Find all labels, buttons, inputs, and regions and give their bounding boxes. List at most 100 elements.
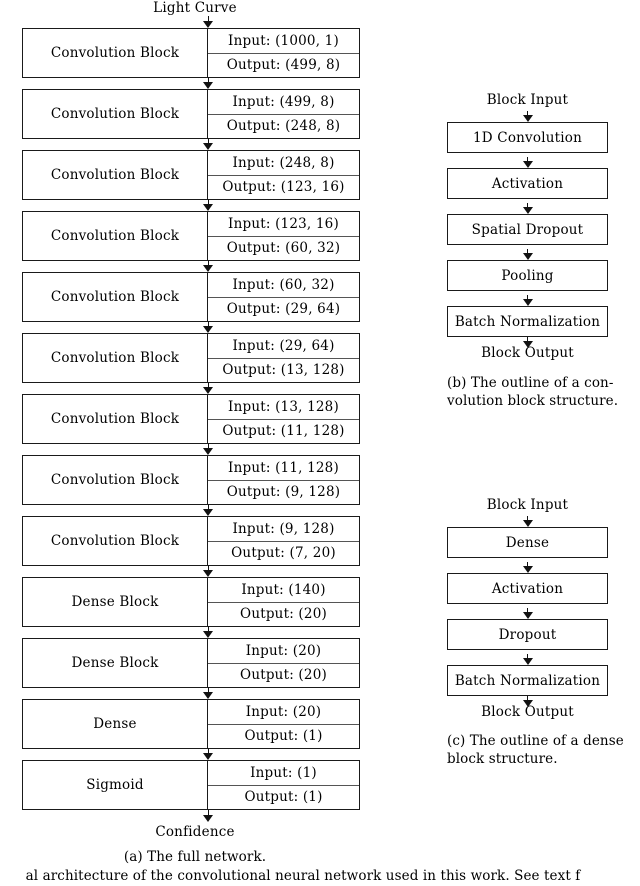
layer-name: Convolution Block <box>23 212 208 260</box>
arrow-head <box>203 447 213 455</box>
network-arrow <box>203 382 214 394</box>
layer-name: Convolution Block <box>23 395 208 443</box>
layer-io: Input: (1000, 1) Output: (499, 8) <box>208 29 359 77</box>
block-step: Activation <box>447 573 608 604</box>
network-arrow <box>203 16 214 28</box>
layer-name: Dense Block <box>23 639 208 687</box>
block-arrow-c <box>522 608 533 619</box>
block-arrow-c <box>522 516 533 527</box>
block-arrow-b <box>522 203 533 214</box>
arrow-head <box>203 20 213 28</box>
layer-input-shape: Input: (248, 8) <box>208 151 359 176</box>
block-step: Activation <box>447 168 608 199</box>
arrow-shaft <box>527 295 529 299</box>
block-step: Spatial Dropout <box>447 214 608 245</box>
network-input-label: Light Curve <box>153 0 237 16</box>
layer-input-shape: Input: (1000, 1) <box>208 29 359 54</box>
layer-input-shape: Input: (1) <box>208 761 359 786</box>
layer-input-shape: Input: (9, 128) <box>208 517 359 542</box>
layer-input-shape: Input: (13, 128) <box>208 395 359 420</box>
layer-output-shape: Output: (13, 128) <box>222 362 345 379</box>
arrow-head <box>203 691 213 699</box>
block-step: Batch Normalization <box>447 665 608 696</box>
block-arrow-b <box>522 295 533 306</box>
network-arrow <box>203 504 214 516</box>
layer-io: Input: (20)Output: (1) <box>208 700 359 748</box>
caption-b: (b) The outline of a con- volution block… <box>447 375 622 410</box>
block-arrow-b <box>522 111 533 122</box>
arrow-head <box>522 160 533 168</box>
layer-io: Input: (1)Output: (1) <box>208 761 359 809</box>
layer-io: Input: (29, 64)Output: (13, 128) <box>208 334 359 382</box>
arrow-head <box>203 569 213 577</box>
network-arrow <box>203 443 214 455</box>
arrow-head <box>203 630 213 638</box>
arrow-head <box>522 252 533 260</box>
figure-caption-text: al architecture of the convolutional neu… <box>25 868 581 884</box>
arrow-shaft <box>527 111 529 115</box>
layer-output-shape: Output: (499, 8) <box>226 57 341 74</box>
arrow-head <box>522 657 533 665</box>
layer-output-shape: Output: (248, 8) <box>226 118 341 135</box>
block-step: Dropout <box>447 619 608 650</box>
arrow-head <box>522 611 533 619</box>
network-arrow <box>203 565 214 577</box>
layer-input-shape: Input: (20) <box>208 639 359 664</box>
caption-b-line2: volution block structure. <box>447 392 619 409</box>
arrow-shaft <box>527 696 529 700</box>
block-step: Batch Normalization <box>447 306 608 337</box>
layer-name: Sigmoid <box>23 761 208 809</box>
arrow-head <box>203 264 213 272</box>
network-arrow <box>203 260 214 272</box>
layer-output-shape: Output: (1) <box>244 728 323 745</box>
network-arrow <box>203 77 214 89</box>
arrow-head <box>203 203 213 211</box>
layer-io: Input: (20)Output: (20) <box>208 639 359 687</box>
arrow-shaft <box>527 608 529 612</box>
layer-io: Input: (123, 16)Output: (60, 32) <box>208 212 359 260</box>
network-arrow <box>203 321 214 333</box>
layer-name: Dense Block <box>23 578 208 626</box>
layer-name: Convolution Block <box>23 456 208 504</box>
caption-c: (c) The outline of a dense block structu… <box>447 733 627 768</box>
caption-c-line1: (c) The outline of a dense <box>447 733 624 749</box>
block-input-label-b: Block Input <box>486 92 569 108</box>
arrow-head <box>522 519 533 527</box>
arrow-head <box>522 565 533 573</box>
block-step: Dense <box>447 527 608 558</box>
arrow-shaft <box>527 157 529 161</box>
arrow-shaft <box>527 516 529 520</box>
layer-io: Input: (9, 128) Output: (7, 20) <box>208 517 359 565</box>
arrow-head <box>522 114 533 122</box>
arrow-head <box>203 142 213 150</box>
block-step: Pooling <box>447 260 608 291</box>
arrow-shaft <box>527 654 529 658</box>
arrow-shaft <box>207 810 209 815</box>
layer-io: Input: (499, 8)Output: (248, 8) <box>208 90 359 138</box>
network-arrow <box>203 199 214 211</box>
layer-output-shape: Output: (7, 20) <box>231 545 336 562</box>
layer-name: Dense <box>23 700 208 748</box>
arrow-head <box>203 814 213 822</box>
arrow-shaft <box>527 562 529 566</box>
layer-output-shape: Output: (20) <box>240 606 327 623</box>
arrow-head <box>203 508 213 516</box>
layer-io: Input: (13, 128) Output: (11, 128) <box>208 395 359 443</box>
layer-output-shape: Output: (11, 128) <box>222 423 345 440</box>
block-output-label-b: Block Output <box>481 345 574 361</box>
caption-a: (a) The full network. <box>123 849 267 865</box>
network-arrow <box>203 748 214 760</box>
arrow-head <box>203 752 213 760</box>
network-output-label: Confidence <box>155 824 235 840</box>
network-arrow <box>203 687 214 699</box>
layer-name: Convolution Block <box>23 151 208 199</box>
block-arrow-c <box>522 654 533 665</box>
block-arrow-b <box>522 157 533 168</box>
